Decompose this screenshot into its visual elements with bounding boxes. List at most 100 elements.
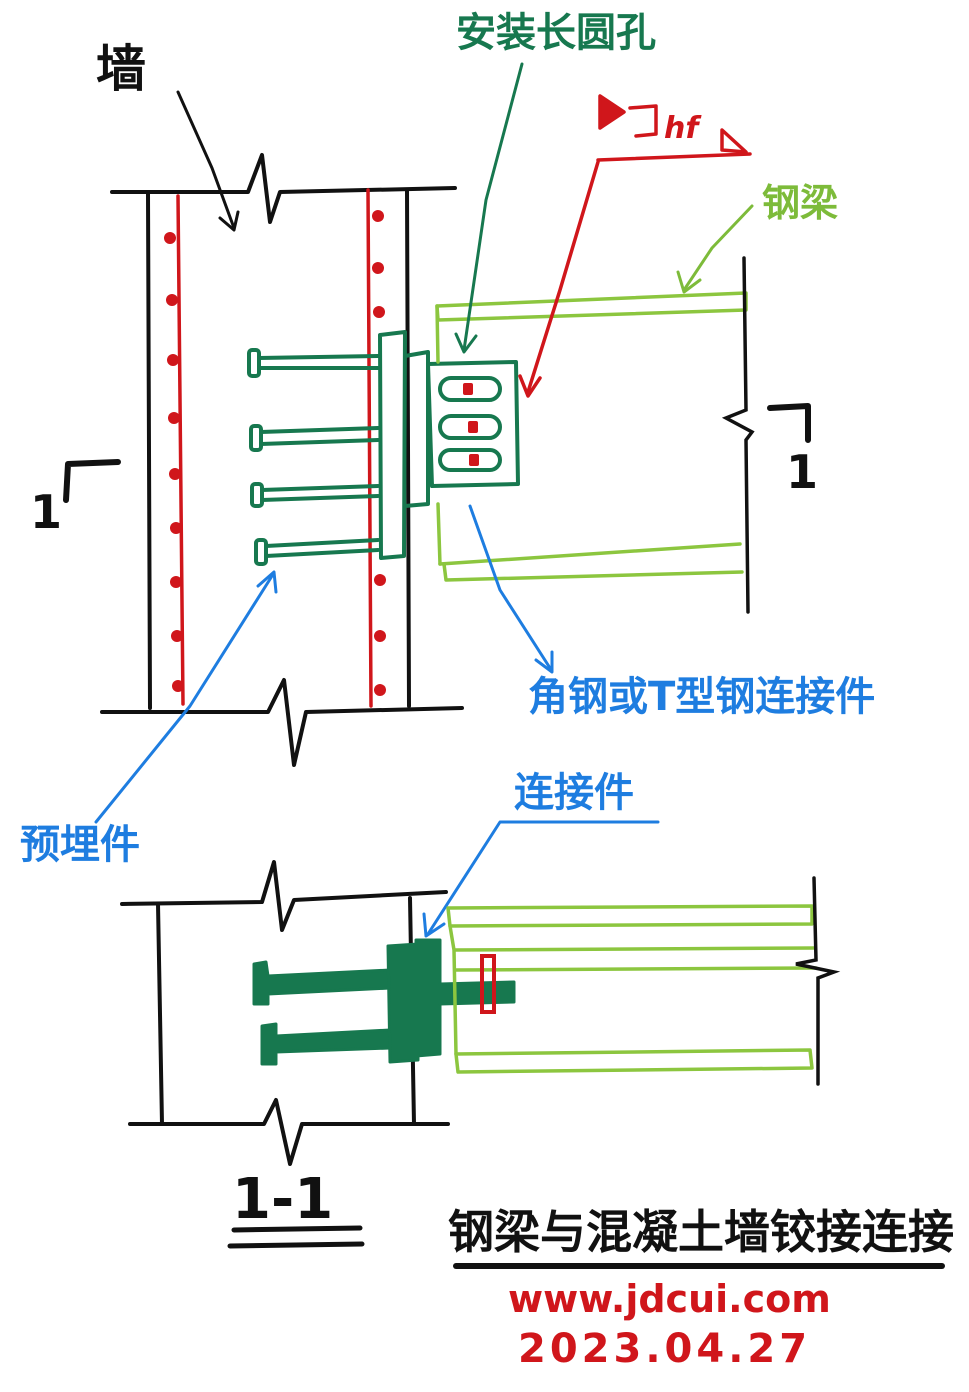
rebar-dot xyxy=(373,306,385,318)
bolts-elevation xyxy=(463,383,479,466)
weld-bracket xyxy=(628,104,658,138)
section-connector-stem xyxy=(414,938,442,1058)
embedded-part-leader-arrow xyxy=(256,570,278,594)
section-title-underline-1 xyxy=(231,1225,363,1233)
section-embed-plate xyxy=(386,942,420,1064)
section-connector-outstand xyxy=(438,980,516,1006)
section-title: 1-1 xyxy=(232,1167,333,1232)
slot-hole xyxy=(438,376,502,402)
install-slot-leader xyxy=(462,62,524,352)
rebar-dots-right xyxy=(372,210,386,696)
section-cut-mark-right xyxy=(767,403,811,443)
section-beam-break-line xyxy=(795,876,841,1086)
rebar-left xyxy=(176,194,185,706)
beam-top-flange xyxy=(435,291,748,322)
slot-hole xyxy=(438,448,502,472)
rebar-dot xyxy=(166,294,178,306)
install-slot-leader-arrow xyxy=(454,332,478,354)
angle-connector-leader-arrow xyxy=(534,650,554,674)
stud-shank xyxy=(259,426,380,446)
wall-leader-arrow xyxy=(218,210,240,232)
steel-beam-section xyxy=(446,904,818,1074)
wall-right-face xyxy=(405,188,411,708)
rebar-dot xyxy=(374,574,386,586)
embed-plate xyxy=(378,330,407,560)
steel-beam-leader-arrow xyxy=(676,270,702,294)
rebar-dots-left xyxy=(164,232,184,692)
wall-elevation xyxy=(100,153,464,767)
embedded-part-section xyxy=(252,938,516,1066)
section-wall-left-face xyxy=(156,902,164,1126)
angle-connector xyxy=(403,350,430,508)
stud-head xyxy=(249,424,263,452)
beam-web-bottom xyxy=(436,502,442,566)
rebar-dot xyxy=(372,210,384,222)
bolt xyxy=(468,421,478,433)
title-underlines xyxy=(227,1225,945,1269)
rebar-dot xyxy=(169,468,181,480)
weld-symbol xyxy=(518,94,752,398)
embedded-part-label: 预埋件 xyxy=(20,822,140,868)
rebar-dot xyxy=(164,232,176,244)
weld-reference-line xyxy=(596,152,752,162)
connector-plate xyxy=(426,360,520,488)
connector-leader-arrow xyxy=(422,912,446,938)
section-title-underline-2 xyxy=(227,1241,365,1249)
section-mark-left-label: 1 xyxy=(30,485,62,539)
section-beam-top-flange xyxy=(446,904,814,928)
leader-lines xyxy=(94,62,754,938)
section-mark-right-label: 1 xyxy=(786,445,818,499)
weld-leader-arrow xyxy=(518,374,542,398)
weld-size-label: hf xyxy=(664,111,702,146)
weld-flag xyxy=(598,94,626,130)
slot-hole xyxy=(438,414,502,440)
angle-connector-label: 角钢或T型钢连接件 xyxy=(528,674,875,720)
rebar-dot xyxy=(374,630,386,642)
rebar-dot xyxy=(168,412,180,424)
rebar-dot xyxy=(172,680,184,692)
beam-web-top xyxy=(435,304,440,364)
weld-leader xyxy=(526,160,600,394)
rebar-dot xyxy=(170,576,182,588)
stud-shank xyxy=(264,538,380,558)
wall-leader xyxy=(176,90,236,230)
weld-triangle xyxy=(720,128,748,154)
rebar-dot xyxy=(374,684,386,696)
wall-top-break-line xyxy=(110,153,457,224)
embedded-part-elevation xyxy=(247,330,520,566)
angle-connector-leader xyxy=(468,504,552,670)
website-label: www.jdcui.com xyxy=(508,1277,831,1321)
section-beam-web xyxy=(448,924,818,1056)
steel-beam-label: 钢梁 xyxy=(762,181,838,225)
wall-bottom-break-line xyxy=(100,678,464,767)
install-slot-hole-label: 安装长圆孔 xyxy=(456,10,656,56)
rebar-right xyxy=(366,188,373,708)
stud-shank xyxy=(260,484,380,502)
wall-label: 墙 xyxy=(96,40,146,98)
section-top-break-line xyxy=(120,860,448,932)
section-stud-upper xyxy=(252,960,392,1006)
stud-head xyxy=(247,348,261,378)
bolt xyxy=(463,383,473,395)
date-label: 2023.04.27 xyxy=(518,1326,811,1372)
rebar-dot xyxy=(170,522,182,534)
rebars-elevation xyxy=(176,188,373,708)
section-bolt xyxy=(480,954,496,1014)
section-cut-marks xyxy=(63,403,811,503)
section-stud-lower xyxy=(260,1022,392,1066)
stud-head xyxy=(250,482,264,508)
rebar-dot xyxy=(171,630,183,642)
drawing-title: 钢梁与混凝土墙铰接连接 xyxy=(448,1205,954,1259)
bolt xyxy=(469,454,479,466)
section-beam-bottom-flange xyxy=(454,1048,814,1074)
section-bottom-break-line xyxy=(128,1098,450,1166)
stud-head xyxy=(254,538,268,566)
connector-leader xyxy=(426,820,660,936)
stud-shank xyxy=(257,354,380,370)
embedded-part-leader xyxy=(94,574,274,824)
connector-label: 连接件 xyxy=(514,770,634,816)
wall-left-face xyxy=(146,192,152,710)
steel-beam-leader xyxy=(682,204,754,292)
rebar-dot xyxy=(167,354,179,366)
